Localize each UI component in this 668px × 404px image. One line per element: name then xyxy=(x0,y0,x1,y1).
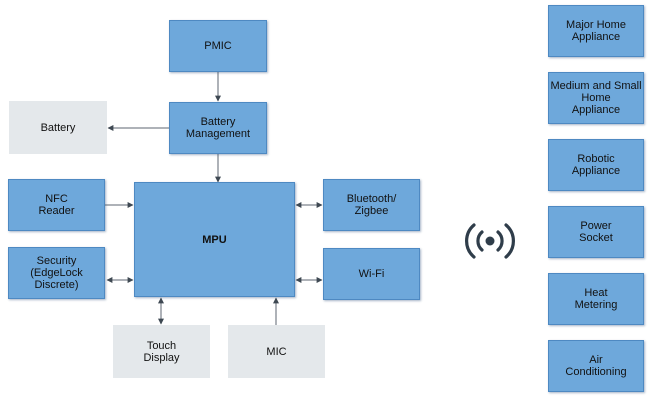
security-block: Security (EdgeLock Discrete) xyxy=(8,247,105,299)
application-air-conditioning: Air Conditioning xyxy=(548,340,644,392)
application-heat-metering: Heat Metering xyxy=(548,273,644,325)
application-label: Heat Metering xyxy=(574,287,618,311)
pmic-label: PMIC xyxy=(204,40,232,52)
mpu-label: MPU xyxy=(202,233,227,246)
application-power-socket: Power Socket xyxy=(548,206,644,258)
security-label: Security (EdgeLock Discrete) xyxy=(30,255,83,291)
application-major-home-appliance: Major Home Appliance xyxy=(548,5,644,57)
mic-label: MIC xyxy=(266,345,287,358)
nfc-reader-label: NFC Reader xyxy=(38,193,75,217)
wifi-block: Wi-Fi xyxy=(323,248,420,300)
application-label: Medium and Small Home Appliance xyxy=(550,80,642,116)
battery-block: Battery xyxy=(9,101,107,154)
wireless-signal-icon xyxy=(465,223,515,259)
mic-block: MIC xyxy=(228,325,325,378)
battery-management-label: Battery Management xyxy=(185,116,251,140)
application-robotic-appliance: Robotic Appliance xyxy=(548,139,644,191)
application-label: Major Home Appliance xyxy=(566,19,626,43)
touch-display-block: Touch Display xyxy=(113,325,210,378)
wifi-label: Wi-Fi xyxy=(358,268,385,280)
application-medium-small-home-appliance: Medium and Small Home Appliance xyxy=(548,72,644,124)
bluetooth-zigbee-label: Bluetooth/ Zigbee xyxy=(346,193,397,217)
battery-label: Battery xyxy=(40,121,76,134)
application-label: Robotic Appliance xyxy=(571,153,621,177)
mpu-block: MPU xyxy=(134,182,295,297)
touch-display-label: Touch Display xyxy=(143,339,180,364)
application-label: Air Conditioning xyxy=(565,354,627,378)
application-label: Power Socket xyxy=(579,220,613,244)
pmic-block: PMIC xyxy=(169,20,267,72)
battery-management-block: Battery Management xyxy=(169,102,267,154)
nfc-reader-block: NFC Reader xyxy=(8,179,105,231)
bluetooth-zigbee-block: Bluetooth/ Zigbee xyxy=(323,179,420,231)
